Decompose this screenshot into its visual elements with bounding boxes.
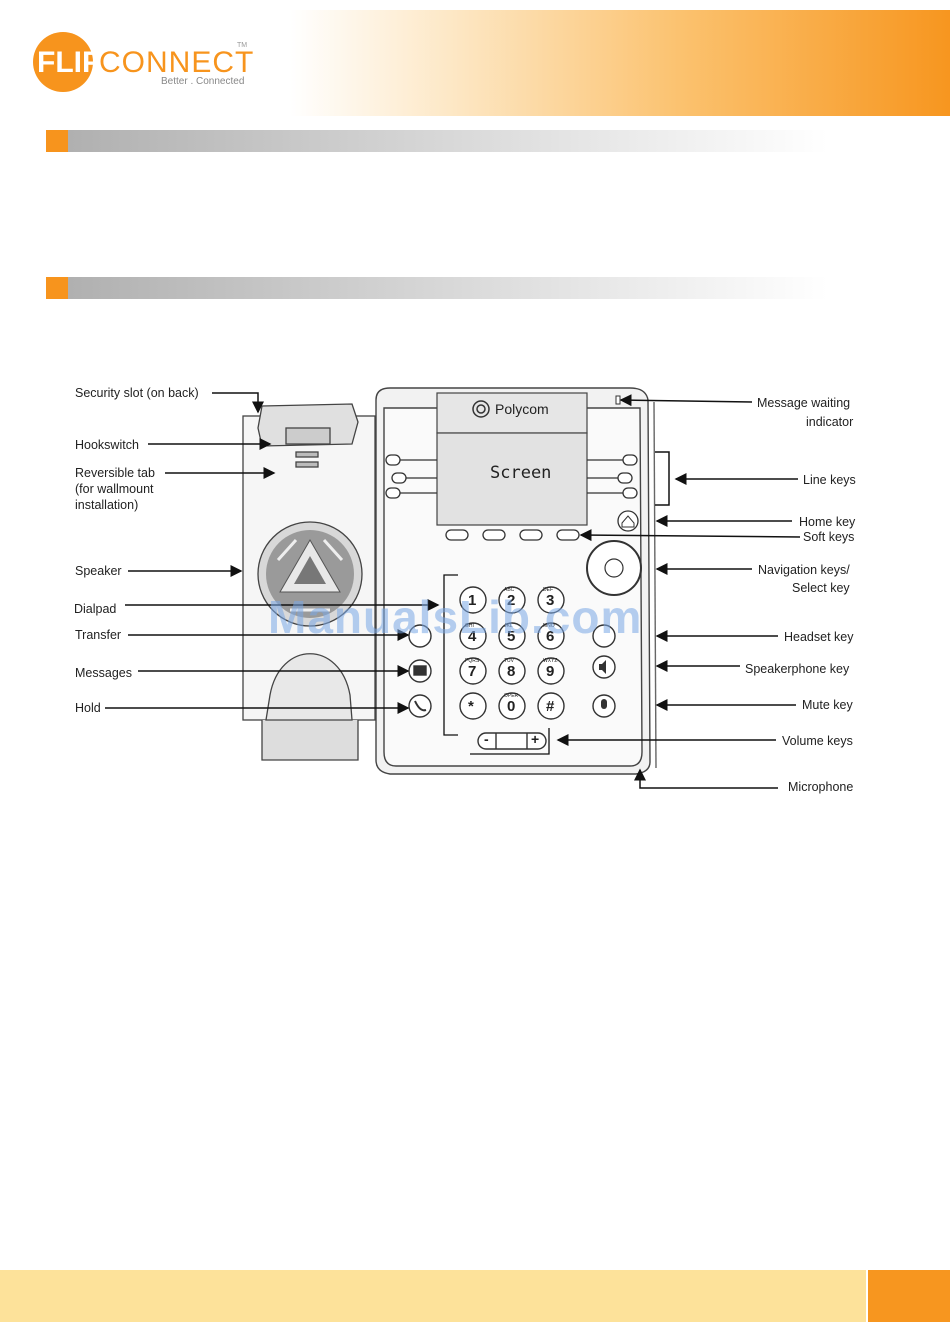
label-reversible-tab-2: (for wallmount <box>75 482 154 496</box>
dialpad-key-letters: OPER <box>504 693 519 699</box>
soft-keys <box>445 529 580 541</box>
section-2-marker <box>46 277 68 299</box>
section-2-bar <box>68 277 828 299</box>
logo-flip-text: FLIP <box>37 46 102 79</box>
right-feature-keys <box>592 624 616 718</box>
dialpad-key-digit: 6 <box>546 628 555 645</box>
volume-minus: - <box>484 731 489 747</box>
dialpad-key-letters: JKL <box>504 623 513 629</box>
left-feature-keys <box>408 624 432 718</box>
label-navigation-keys-2: Select key <box>792 581 850 595</box>
dialpad-key-digit: 7 <box>468 663 477 680</box>
logo-connect-text: CONNECT <box>99 46 255 79</box>
volume-plus: + <box>531 731 540 747</box>
message-waiting-indicator <box>615 395 621 405</box>
label-headset-key: Headset key <box>784 630 854 644</box>
label-dialpad: Dialpad <box>74 602 117 616</box>
section-1-bar <box>68 130 828 152</box>
footer-band <box>0 1270 866 1322</box>
line-keys-bracket <box>655 451 670 506</box>
flipconnect-logo: FLIP CONNECT TM Better . Connected <box>33 32 263 96</box>
polycom-brand: Polycom <box>495 401 549 417</box>
label-message-waiting-2: indicator <box>806 415 854 429</box>
label-transfer: Transfer <box>75 628 122 642</box>
label-home-key: Home key <box>799 515 856 529</box>
label-speakerphone-key: Speakerphone key <box>745 662 850 676</box>
callout-arrows-right <box>556 394 801 789</box>
label-message-waiting-1: Message waiting <box>757 396 851 410</box>
label-messages: Messages <box>75 666 132 680</box>
dialpad-bracket <box>443 574 458 736</box>
section-1-marker <box>46 130 68 152</box>
dialpad-key-letters: PQRS <box>465 658 480 664</box>
dialpad-key-letters: MNO <box>543 623 555 629</box>
dialpad-key-digit: 9 <box>546 663 555 680</box>
label-hookswitch: Hookswitch <box>75 438 139 452</box>
label-volume-keys: Volume keys <box>782 734 853 748</box>
dialpad-key-digit: 4 <box>468 628 477 645</box>
footer-page-marker <box>868 1270 950 1322</box>
dialpad-key-digit: 2 <box>507 592 516 609</box>
dialpad-keys <box>459 586 565 720</box>
home-key <box>617 510 639 532</box>
speaker-grille <box>257 521 363 627</box>
dialpad-key-letters: ABC <box>504 587 515 593</box>
watermark: ManualsLib.com <box>268 591 643 643</box>
logo-tagline: Better . Connected <box>161 76 245 87</box>
header-band <box>290 10 950 116</box>
dialpad-key-digit: # <box>546 698 555 715</box>
line-keys <box>385 454 638 499</box>
logo-tm: TM <box>237 42 248 49</box>
label-speaker: Speaker <box>75 564 122 578</box>
label-reversible-tab-1: Reversible tab <box>75 466 155 480</box>
dialpad-key-digit: 0 <box>507 698 516 715</box>
dialpad-key-digit: * <box>468 698 474 715</box>
label-soft-keys: Soft keys <box>803 530 855 544</box>
screen-label: Screen <box>490 463 552 483</box>
dialpad-key-digit: 8 <box>507 663 516 680</box>
volume-bracket <box>470 728 550 755</box>
label-reversible-tab-3: installation) <box>75 498 139 512</box>
navigation-keys <box>586 540 642 596</box>
volume-key <box>477 732 547 750</box>
callout-arrows-left <box>105 392 440 714</box>
dialpad-key-letters: WXYZ <box>543 658 558 664</box>
dialpad-key-letters: GHI <box>465 623 474 629</box>
dialpad-key-digit: 1 <box>468 592 477 609</box>
screen <box>436 392 588 526</box>
dialpad-key-digit: 5 <box>507 628 516 645</box>
dialpad-key-digit: 3 <box>546 592 555 609</box>
label-hold: Hold <box>75 701 101 715</box>
label-mute-key: Mute key <box>802 698 853 712</box>
label-security-slot: Security slot (on back) <box>75 386 199 400</box>
label-navigation-keys-1: Navigation keys/ <box>758 563 850 577</box>
label-line-keys: Line keys <box>803 473 856 487</box>
label-microphone: Microphone <box>788 780 854 794</box>
dialpad-key-letters: TUV <box>504 658 514 664</box>
dialpad-key-letters: DEF <box>543 587 553 593</box>
logo-circle <box>33 32 93 92</box>
